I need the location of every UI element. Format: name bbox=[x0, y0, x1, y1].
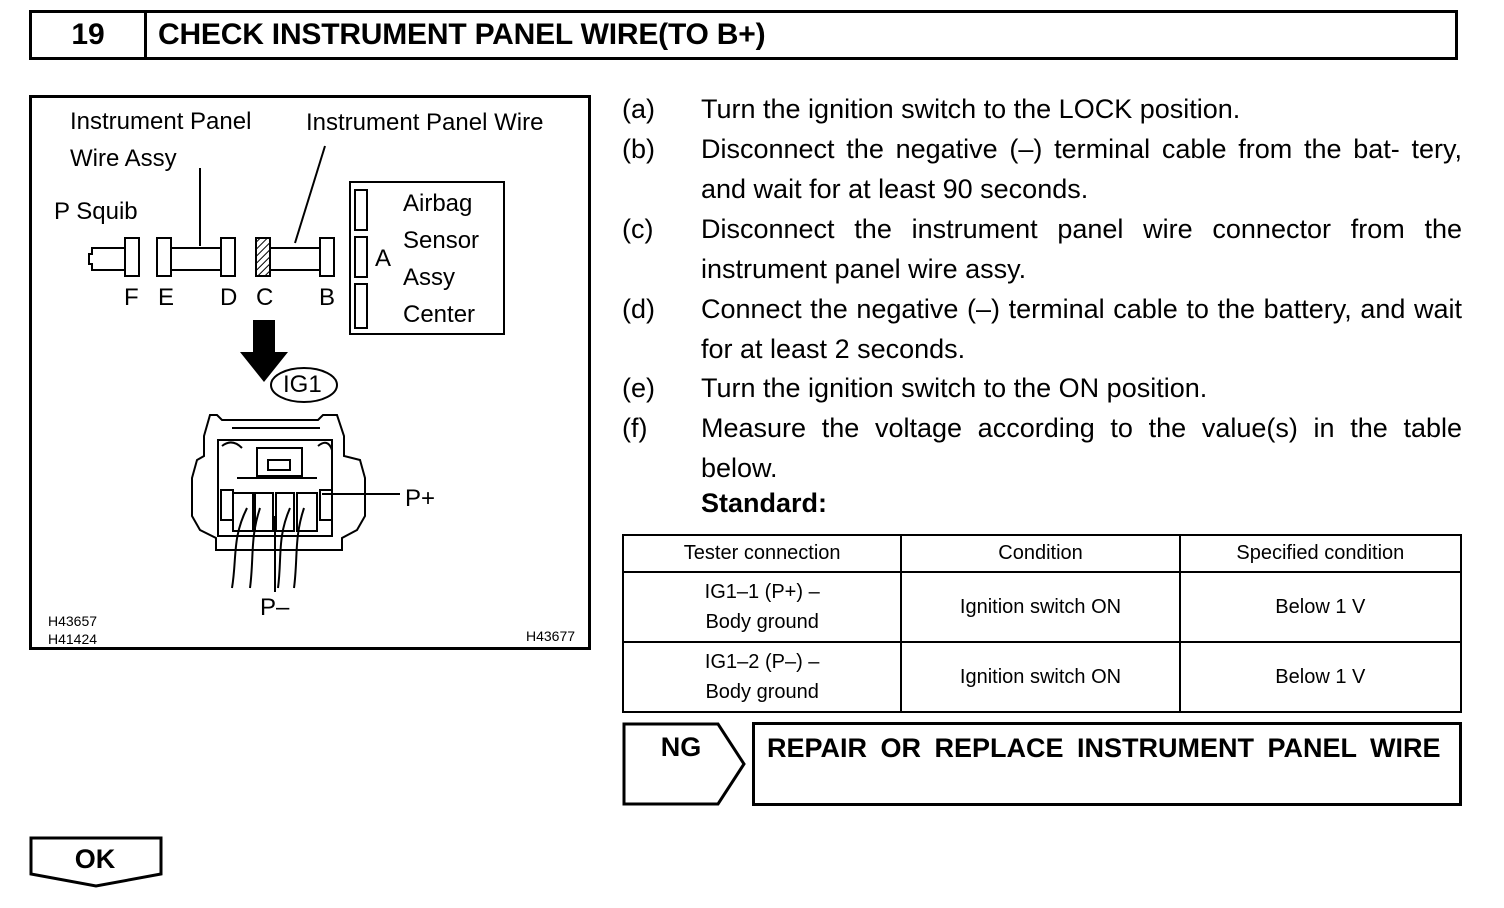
step-key: (b) bbox=[622, 134, 655, 164]
step-text: Turn the ignition switch to the LOCK pos… bbox=[701, 94, 1241, 124]
connector-e bbox=[156, 237, 172, 277]
label-panel-wire: Instrument Panel Wire bbox=[306, 109, 544, 136]
squib-plug bbox=[88, 247, 125, 271]
diagram-drawing bbox=[88, 145, 505, 592]
connection-line-1: IG1–1 (P+) – bbox=[704, 581, 820, 603]
step-text: Turn the ignition switch to the ON posit… bbox=[701, 373, 1208, 403]
figure-code-3: H43677 bbox=[526, 628, 576, 644]
table-cell-spec: Below 1 V bbox=[1178, 571, 1463, 643]
connector-b bbox=[319, 237, 335, 277]
table-cell-connection: IG1–1 (P+) – Body ground bbox=[621, 571, 903, 643]
figure-code-2: H41424 bbox=[48, 631, 98, 647]
label-wire-assy-1: Instrument Panel bbox=[70, 108, 252, 135]
label-p-squib: P Squib bbox=[54, 198, 138, 225]
label-p-plus: P+ bbox=[405, 485, 436, 512]
ig1-ellipse bbox=[270, 367, 338, 403]
label-d: D bbox=[220, 284, 238, 311]
table-row: IG1–1 (P+) – Body ground Ignition switch… bbox=[621, 571, 1463, 643]
table-cell-connection: IG1–2 (P–) – Body ground bbox=[621, 641, 903, 713]
step-key: (e) bbox=[622, 373, 655, 403]
table-header: Condition bbox=[900, 534, 1181, 573]
table-row: IG1–2 (P–) – Body ground Ignition switch… bbox=[621, 641, 1463, 713]
label-wire-assy-2: Wire Assy bbox=[70, 145, 177, 172]
step-title: CHECK INSTRUMENT PANEL WIRE(TO B+) bbox=[158, 18, 766, 51]
ng-result-box: NG bbox=[622, 722, 748, 806]
label-airbag-1: Airbag bbox=[403, 190, 473, 217]
table-cell-spec: Below 1 V bbox=[1178, 641, 1463, 713]
label-f: F bbox=[124, 284, 139, 311]
panel-wire-body bbox=[269, 247, 321, 271]
step-key: (d) bbox=[622, 294, 655, 324]
table-cell-condition: Ignition switch ON bbox=[900, 571, 1181, 643]
airbag-sensor-box bbox=[349, 181, 505, 335]
figure-code-1: H43657 bbox=[48, 613, 98, 629]
label-airbag-4: Center bbox=[403, 301, 476, 328]
repair-text: REPAIR OR REPLACE INSTRUMENT PANEL WIRE bbox=[767, 733, 1441, 763]
connection-line-2: Body ground bbox=[705, 681, 819, 703]
label-p-minus: P– bbox=[260, 594, 290, 621]
connector-d bbox=[220, 237, 236, 277]
step-key: (f) bbox=[622, 413, 648, 443]
step-text: Connect the negative (–) terminal cable … bbox=[701, 294, 1462, 364]
table-cell-condition: Ignition switch ON bbox=[900, 641, 1181, 713]
table-header: Specified condition bbox=[1178, 534, 1463, 573]
connector-f bbox=[124, 237, 140, 277]
label-e: E bbox=[158, 284, 175, 311]
ng-label: NG bbox=[660, 732, 702, 762]
standard-label: Standard: bbox=[701, 488, 828, 518]
label-c: C bbox=[256, 284, 274, 311]
step-key: (c) bbox=[622, 214, 654, 244]
down-arrow-icon bbox=[240, 320, 288, 382]
label-airbag-2: Sensor bbox=[403, 227, 480, 254]
leader-line-panel-wire bbox=[294, 145, 326, 244]
label-b: B bbox=[319, 284, 336, 311]
step-key: (a) bbox=[622, 94, 655, 124]
ok-label: OK bbox=[74, 844, 116, 874]
voltage-table: Tester connection Condition Specified co… bbox=[621, 534, 1463, 713]
wire-assy-body bbox=[170, 247, 222, 271]
table-header-row: Tester connection Condition Specified co… bbox=[621, 534, 1463, 573]
wiring-diagram: Instrument Panel Wire Assy Instrument Pa… bbox=[29, 95, 591, 650]
step-text: Measure the voltage according to the val… bbox=[701, 413, 1462, 483]
step-text: Disconnect the instrument panel wire con… bbox=[701, 214, 1462, 284]
connection-line-2: Body ground bbox=[705, 611, 819, 633]
ok-result-box: OK bbox=[29, 836, 165, 888]
step-header: 19 CHECK INSTRUMENT PANEL WIRE(TO B+) bbox=[29, 10, 1458, 60]
ok-arrow-shape bbox=[29, 836, 163, 888]
label-a: A bbox=[375, 245, 392, 272]
step-text: Disconnect the negative (–) terminal cab… bbox=[701, 134, 1462, 204]
table-header: Tester connection bbox=[621, 534, 903, 573]
connector-c-hatch bbox=[257, 239, 269, 275]
ng-arrow-shape bbox=[622, 722, 746, 806]
label-airbag-3: Assy bbox=[403, 264, 456, 291]
step-number: 19 bbox=[32, 13, 147, 57]
connection-line-1: IG1–2 (P–) – bbox=[704, 651, 820, 673]
repair-action-box: REPAIR OR REPLACE INSTRUMENT PANEL WIRE bbox=[752, 722, 1462, 806]
label-ig1: IG1 bbox=[283, 371, 322, 398]
ig1-connector-face bbox=[191, 414, 366, 589]
